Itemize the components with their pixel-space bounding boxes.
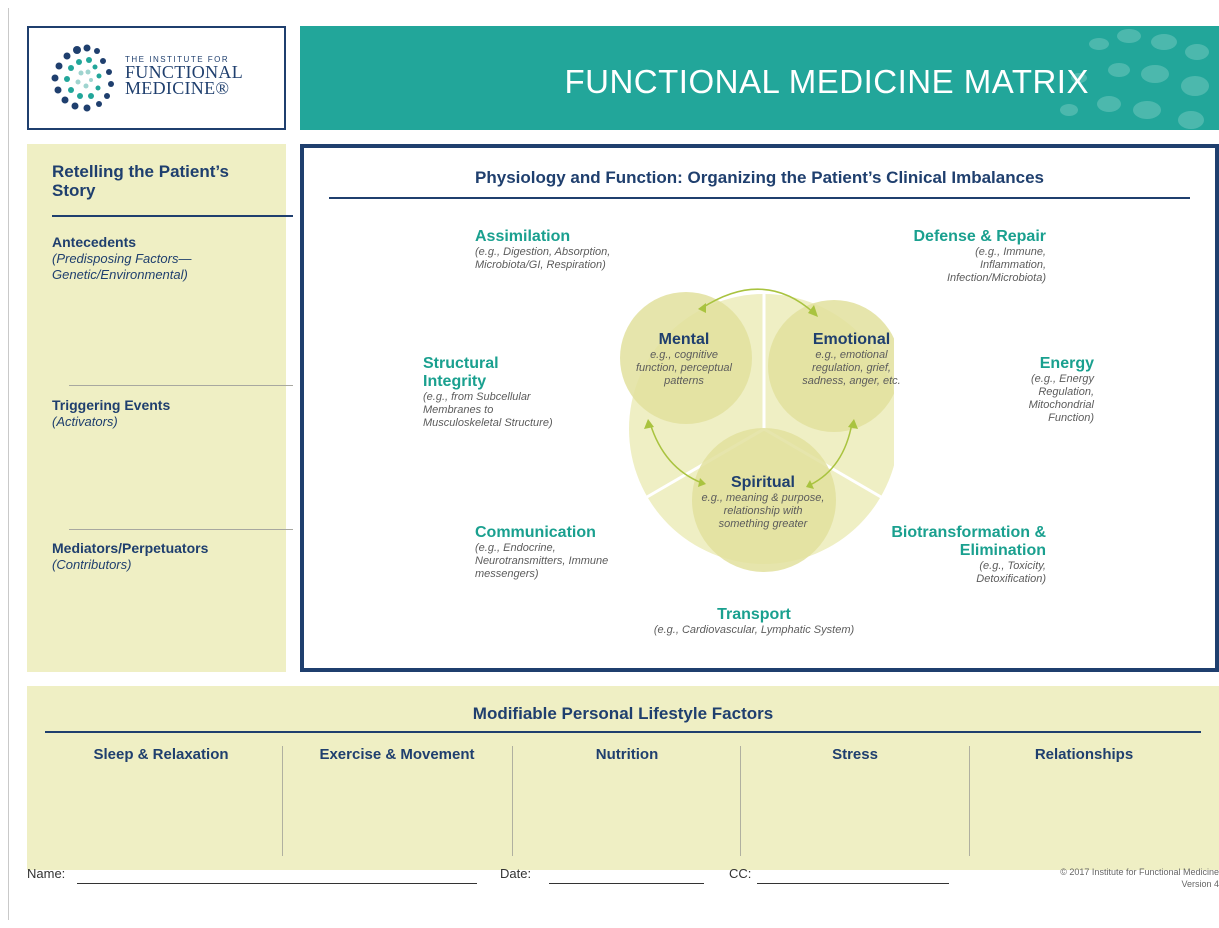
logo: THE INSTITUTE FOR FUNCTIONAL MEDICINE® bbox=[27, 26, 286, 130]
biotransformation-node: Biotransformation & Elimination (e.g., T… bbox=[876, 524, 1046, 586]
lifestyle-stress: Stress bbox=[832, 746, 878, 763]
communication-heading: Communication bbox=[475, 524, 596, 541]
defense-repair-node: Defense & Repair (e.g., Immune, Inflamma… bbox=[876, 228, 1047, 285]
antecedents-subtext: (Predisposing Factors—Genetic/Environmen… bbox=[52, 251, 192, 282]
patient-story-title: Retelling the Patient’s Story bbox=[52, 162, 229, 200]
antecedents-section: Antecedents (Predisposing Factors—Geneti… bbox=[52, 234, 282, 283]
patient-story-panel: Retelling the Patient’s Story Antecedent… bbox=[27, 144, 293, 672]
date-label: Date: bbox=[500, 866, 532, 881]
divider bbox=[45, 731, 1201, 733]
assimilation-examples: (e.g., Digestion, Absorption, Microbiota… bbox=[475, 246, 611, 271]
lifestyle-relationships: Relationships bbox=[1034, 746, 1134, 763]
antecedents-heading: Antecedents bbox=[52, 234, 137, 250]
banner-dots-decoration bbox=[1060, 29, 1209, 129]
header-banner: FUNCTIONAL MEDICINE MATRIX bbox=[300, 26, 1219, 130]
name-field[interactable] bbox=[77, 883, 477, 884]
copyright: © 2017 Institute for Functional Medicine… bbox=[1060, 866, 1219, 890]
emotional-examples: e.g., emotional regulation, grief, sadne… bbox=[802, 349, 901, 387]
cc-label: CC: bbox=[729, 866, 752, 881]
date-field[interactable] bbox=[549, 883, 704, 884]
energy-node: Energy (e.g., Energy Regulation, Mitocho… bbox=[984, 355, 1094, 425]
divider bbox=[52, 215, 293, 217]
structural-integrity-examples: (e.g., from Subcellular Membranes to Mus… bbox=[423, 391, 553, 429]
divider bbox=[282, 746, 283, 856]
divider bbox=[512, 746, 513, 856]
triggering-events-heading: Triggering Events bbox=[52, 397, 171, 413]
structural-integrity-heading: Structural Integrity bbox=[423, 355, 499, 390]
lifestyle-sleep-relaxation: Sleep & Relaxation bbox=[93, 746, 229, 763]
communication-examples: (e.g., Endocrine, Neurotransmitters, Imm… bbox=[475, 542, 609, 580]
spiritual-heading: Spiritual bbox=[730, 474, 795, 491]
divider bbox=[740, 746, 741, 856]
communication-node: Communication (e.g., Endocrine, Neurotra… bbox=[475, 524, 645, 581]
cc-field[interactable] bbox=[757, 883, 949, 884]
mental-heading: Mental bbox=[658, 331, 710, 348]
logo-line2: FUNCTIONAL bbox=[125, 62, 243, 82]
triggering-events-subtext: (Activators) bbox=[52, 414, 118, 429]
logo-text: THE INSTITUTE FOR FUNCTIONAL MEDICINE® bbox=[125, 55, 243, 98]
mediators-heading: Mediators/Perpetuators bbox=[52, 540, 209, 556]
logo-swirl-icon bbox=[51, 44, 114, 112]
energy-examples: (e.g., Energy Regulation, Mitochondrial … bbox=[1028, 373, 1094, 424]
footer: Name: Date: CC: © 2017 Institute for Fun… bbox=[27, 866, 1219, 926]
defense-repair-examples: (e.g., Immune, Inflammation, Infection/M… bbox=[946, 246, 1046, 284]
assimilation-heading: Assimilation bbox=[475, 228, 571, 245]
page-frame bbox=[8, 8, 1211, 920]
mental-examples: e.g., cognitive function, perceptual pat… bbox=[635, 349, 732, 387]
physiology-matrix: Physiology and Function: Organizing the … bbox=[300, 144, 1219, 672]
lifestyle-title: Modifiable Personal Lifestyle Factors bbox=[472, 704, 774, 723]
lifestyle-nutrition: Nutrition bbox=[595, 746, 659, 763]
mental-circle bbox=[620, 292, 752, 424]
structural-integrity-node: Structural Integrity (e.g., from Subcell… bbox=[423, 355, 563, 430]
transport-node: Transport (e.g., Cardiovascular, Lymphat… bbox=[604, 606, 904, 637]
page-title: FUNCTIONAL MEDICINE MATRIX bbox=[564, 63, 1089, 100]
matrix-title: Physiology and Function: Organizing the … bbox=[475, 168, 1044, 187]
transport-heading: Transport bbox=[717, 606, 791, 623]
mind-body-venn-diagram bbox=[620, 288, 894, 572]
biotransformation-examples: (e.g., Toxicity, Detoxification) bbox=[976, 560, 1046, 585]
spiritual-examples: e.g., meaning & purpose, relationship wi… bbox=[701, 492, 825, 530]
mediators-section: Mediators/Perpetuators (Contributors) bbox=[52, 540, 282, 573]
assimilation-node: Assimilation (e.g., Digestion, Absorptio… bbox=[475, 228, 645, 272]
lifestyle-exercise-movement: Exercise & Movement bbox=[319, 746, 475, 763]
energy-heading: Energy bbox=[1039, 355, 1094, 372]
transport-examples: (e.g., Cardiovascular, Lymphatic System) bbox=[653, 624, 855, 636]
logo-line1: THE INSTITUTE FOR bbox=[125, 55, 230, 64]
divider bbox=[69, 529, 293, 530]
lifestyle-factors-panel: Modifiable Personal Lifestyle Factors Sl… bbox=[27, 686, 1219, 870]
mediators-subtext: (Contributors) bbox=[52, 557, 132, 572]
name-label: Name: bbox=[27, 866, 66, 881]
divider bbox=[969, 746, 970, 856]
logo-line3: MEDICINE® bbox=[125, 78, 230, 98]
copyright-text: © 2017 Institute for Functional Medicine bbox=[1060, 867, 1219, 877]
defense-repair-heading: Defense & Repair bbox=[913, 228, 1047, 245]
mental-label: Mental e.g., cognitive function, percept… bbox=[624, 330, 744, 388]
biotransformation-heading: Biotransformation & Elimination bbox=[891, 524, 1046, 559]
spiritual-circle bbox=[692, 428, 836, 572]
version-text: Version 4 bbox=[1181, 879, 1219, 889]
spiritual-label: Spiritual e.g., meaning & purpose, relat… bbox=[698, 473, 828, 531]
divider bbox=[329, 197, 1190, 199]
emotional-label: Emotional e.g., emotional regulation, gr… bbox=[789, 330, 914, 388]
triggering-events-section: Triggering Events (Activators) bbox=[52, 397, 282, 430]
emotional-circle bbox=[768, 300, 894, 432]
divider bbox=[69, 385, 293, 386]
emotional-heading: Emotional bbox=[812, 331, 891, 348]
